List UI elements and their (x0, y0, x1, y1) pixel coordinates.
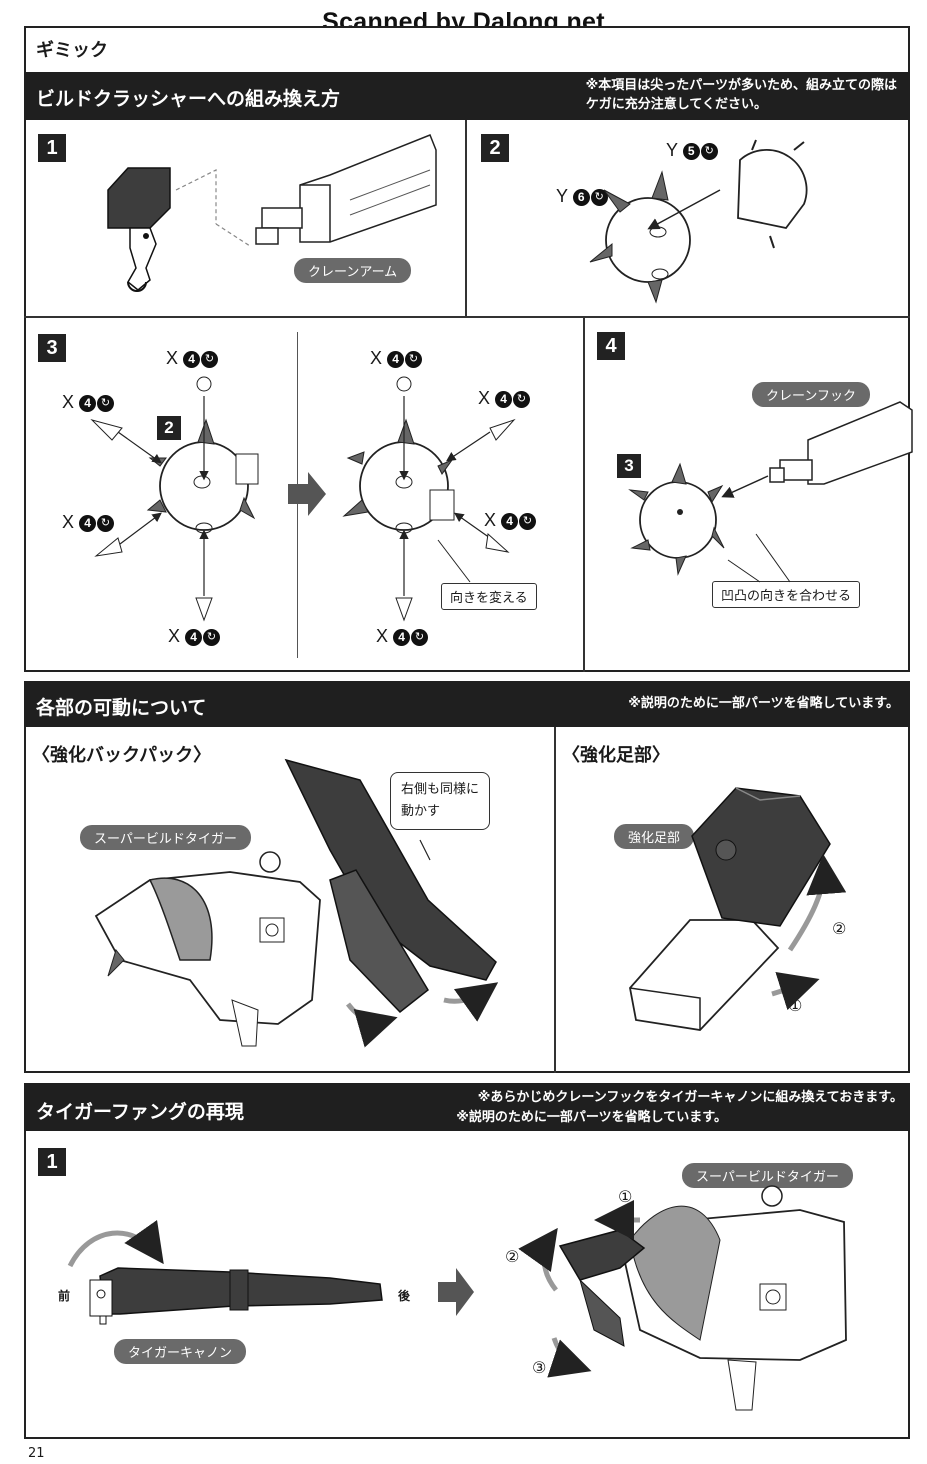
screw-y6-number: 6 (572, 188, 590, 206)
movement-title: 各部の可動について (36, 697, 207, 719)
screw-x4-left-a: X 4↻ (62, 392, 115, 413)
screw-icon: ↻ (97, 394, 115, 412)
screw-icon: ↻ (411, 628, 429, 646)
screw-x-letter: X (484, 510, 497, 530)
screw-y5-letter: Y (666, 140, 678, 160)
screw-x-letter: X (62, 512, 75, 532)
screw-x4-top-a: X 4↻ (166, 348, 219, 369)
screw-x4-left-b: X 4↻ (62, 512, 115, 533)
step-4-ref-number: 3 (617, 454, 641, 478)
gimmick-frame (24, 26, 910, 672)
super-build-tiger-label-b: スーパービルドタイガー (682, 1163, 853, 1188)
tiger-fang-note-2: ※説明のために一部パーツを省略しています。 (456, 1110, 727, 1125)
backpack-heading: 〈強化バックパック〉 (32, 745, 212, 766)
back-label: 後 (398, 1289, 411, 1303)
super-build-tiger-label-a: スーパービルドタイガー (80, 825, 251, 850)
turn-direction-label: 向きを変える (441, 583, 537, 610)
movement-split (554, 727, 556, 1073)
screw-x-letter: X (376, 626, 389, 646)
screw-x-number: 4 (79, 514, 97, 532)
screw-x-letter: X (370, 348, 383, 368)
screw-x4-bottom-b: X 4↻ (376, 626, 429, 647)
step-grid-v1 (465, 120, 467, 316)
step-grid-v2 (583, 316, 585, 672)
screw-icon: ↻ (590, 188, 608, 206)
callout-line-1: 右側も同様に (401, 782, 480, 797)
tiger-cannon-figure (67, 1219, 383, 1325)
screw-x4-bottom-a: X 4↻ (168, 626, 221, 647)
tiger-fang-note-1: ※あらかじめクレーンフックをタイガーキャノンに組み換えておきます。 (477, 1090, 903, 1105)
tiger-step-1-number: 1 (38, 1148, 66, 1176)
screw-x-letter: X (478, 388, 491, 408)
transition-arrow-tiger (438, 1268, 474, 1316)
step-grid-h1 (24, 316, 910, 318)
crane-hook-label: クレーンフック (752, 382, 870, 407)
screw-y5-label: Y 5↻ (666, 140, 718, 161)
crane-hook-rod (727, 401, 913, 583)
reinforced-leg-label: 強化足部 (614, 824, 695, 849)
screw-x-number: 4 (387, 350, 405, 368)
step-3-ref-number: 2 (157, 416, 181, 440)
legs-heading: 〈強化足部〉 (562, 745, 670, 766)
build-crusher-note-1: ※本項目は尖ったパーツが多いため、組み立ての際は (585, 78, 897, 93)
callout-same-right: 右側も同様に 動かす (390, 772, 491, 830)
crane-arm-rod (255, 134, 437, 245)
tiger-cannon-label: タイガーキャノン (114, 1339, 247, 1364)
step-4-number: 4 (597, 332, 625, 360)
step-3-number: 3 (38, 334, 66, 362)
backpack-figure (94, 758, 499, 1048)
step-2-number: 2 (481, 134, 509, 162)
leg-arrow-2-label: ② (832, 919, 847, 938)
front-label: 前 (58, 1289, 71, 1303)
screw-x-number: 4 (79, 394, 97, 412)
screw-icon: ↻ (513, 390, 531, 408)
crane-arm-label: クレーンアーム (294, 258, 412, 283)
screw-y5-number: 5 (682, 142, 700, 160)
screw-x-number: 4 (185, 628, 203, 646)
spiked-ball-step2 (589, 139, 808, 304)
build-crusher-header: ビルドクラッシャーへの組み換え方 (24, 72, 910, 120)
movement-header: 各部の可動について (24, 681, 910, 727)
screw-x4-right-b: X 4↻ (484, 510, 537, 531)
screw-icon: ↻ (97, 514, 115, 532)
movement-note: ※説明のために一部パーツを省略しています。 (628, 696, 899, 711)
tiger-fang-title: タイガーファングの再現 (36, 1101, 244, 1123)
screw-x4-top-b: X 4↻ (370, 348, 423, 369)
spiked-ball-step3-left (90, 376, 259, 622)
fang-arrow-3-label: ③ (532, 1358, 547, 1377)
build-crusher-title: ビルドクラッシャーへの組み換え方 (36, 88, 341, 110)
screw-icon: ↻ (405, 350, 423, 368)
screw-x4-right-a: X 4↻ (478, 388, 531, 409)
screw-x-number: 4 (495, 390, 513, 408)
step-1-number: 1 (38, 134, 66, 162)
align-shape-label: 凹凸の向きを合わせる (712, 581, 861, 608)
section-label-gimmick: ギミック (36, 40, 108, 61)
screw-x-number: 4 (393, 628, 411, 646)
crane-arm-part (107, 167, 251, 292)
transition-arrow-step3 (288, 472, 326, 516)
spiked-ball-step3-right (342, 376, 516, 622)
page-number: 21 (28, 1446, 45, 1461)
build-crusher-note-2: ケガに充分注意してください。 (585, 97, 767, 112)
callout-line-2: 動かす (401, 804, 441, 819)
screw-icon: ↻ (203, 628, 221, 646)
reinforced-leg-figure (629, 787, 847, 1031)
screw-x-number: 4 (183, 350, 201, 368)
screw-y6-letter: Y (556, 186, 568, 206)
screw-icon: ↻ (519, 512, 537, 530)
super-build-tiger-figure (518, 1185, 847, 1411)
screw-x-number: 4 (501, 512, 519, 530)
screw-icon: ↻ (201, 350, 219, 368)
screw-x-letter: X (166, 348, 179, 368)
fang-arrow-2-label: ② (505, 1247, 520, 1266)
screw-y6-label: Y 6↻ (556, 186, 608, 207)
screw-x-letter: X (168, 626, 181, 646)
tiger-fang-header: タイガーファングの再現 (24, 1083, 910, 1131)
screw-icon: ↻ (700, 142, 718, 160)
screw-x-letter: X (62, 392, 75, 412)
spiked-ball-step4 (628, 462, 769, 576)
